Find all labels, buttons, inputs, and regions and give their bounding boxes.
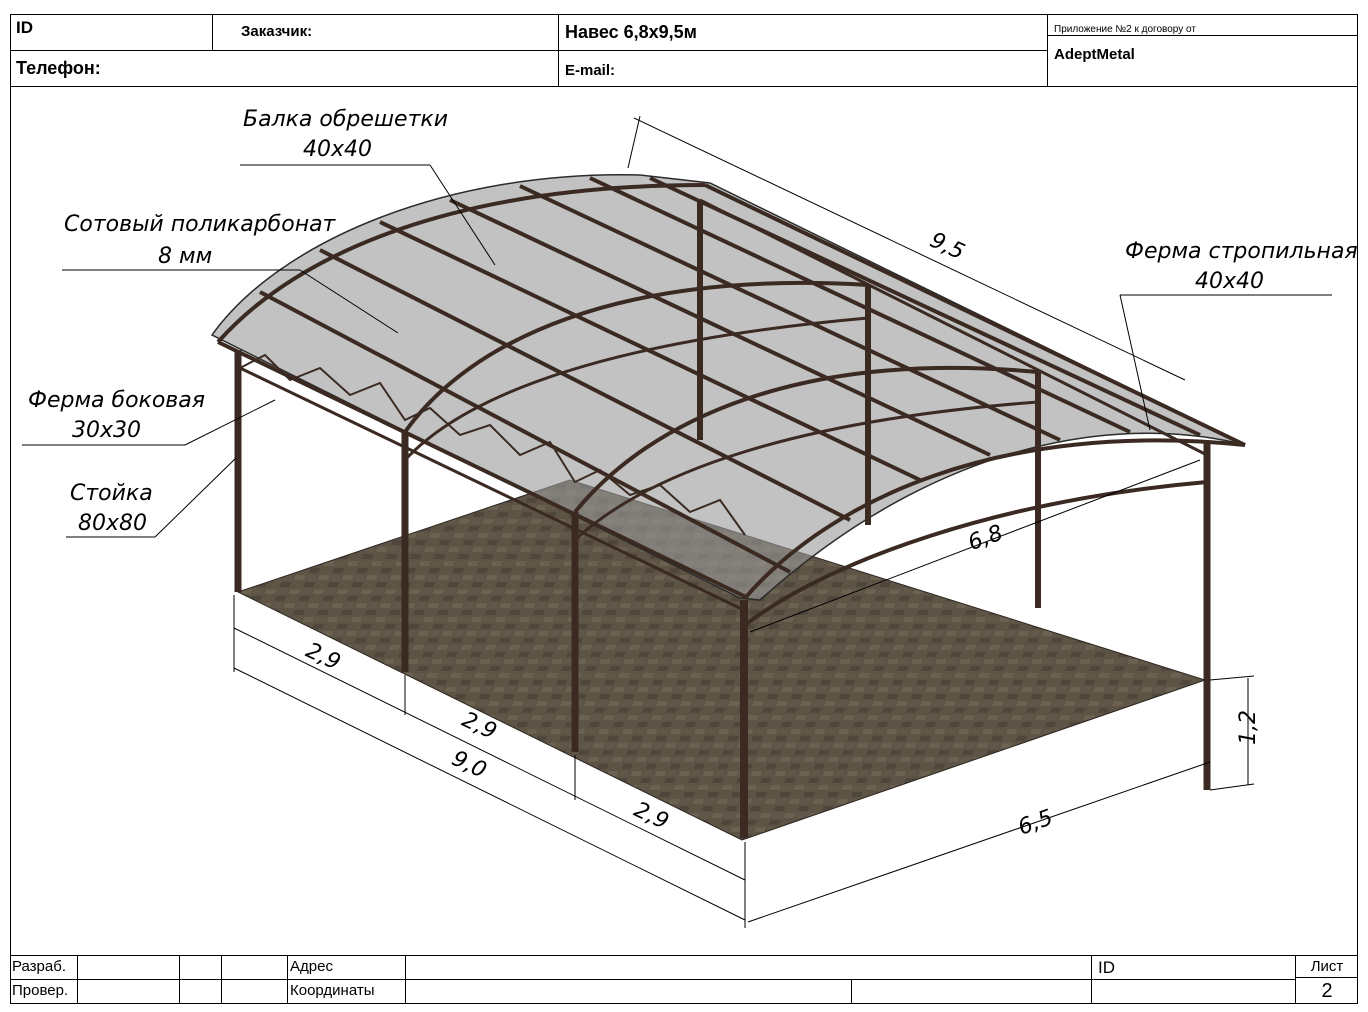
callout-side-truss-2: 30х30 [72,418,141,443]
dim-line-length-top [633,117,1186,381]
drawing-title: Навес 6,8х9,5м [565,22,697,42]
dim-line-spans [233,627,746,881]
company-cell: AdeptMetal [1048,36,1358,87]
blank-cell [222,979,288,1004]
blank-cell [222,955,288,979]
id-label: ID [16,18,33,37]
dim-ext [1209,783,1255,791]
callout-polycarb-2: 8 мм [158,244,212,269]
batten [589,176,1131,434]
customer-label: Заказчик: [241,23,313,40]
dim-width-bottom: 6,5 [1015,805,1056,840]
appendix-text: Приложение №2 к договору от [1054,24,1196,35]
callout-batten-2: 40х40 [303,137,372,162]
developed-cell: Разраб. [10,955,78,979]
appendix-cell: Приложение №2 к договору от [1048,14,1358,36]
dim-height: 1,2 [1236,710,1261,745]
sheet-label: Лист [1310,958,1344,975]
batten [519,184,1061,442]
side-truss-bottom [239,366,749,614]
rafter-truss [403,280,869,434]
blank-cell [78,979,180,1004]
address-value-cell [406,955,1092,979]
checked-label: Провер. [12,982,69,999]
callout-post-1: Стойка [70,481,153,506]
blank-cell [180,955,222,979]
rafter-truss [743,438,1246,600]
blank-cell [180,979,222,1004]
footer-id-cell: ID [1092,955,1296,979]
rafter-truss-lower [573,400,1039,542]
footer-id-label: ID [1098,958,1115,977]
rafter-truss [216,183,706,344]
callout-rafter-1: Ферма стропильная [1125,239,1358,264]
batten [379,220,921,482]
callout-side-truss-1: Ферма боковая [28,388,205,413]
dim-line-length-bottom [233,667,746,921]
leader-rafter [1119,294,1151,431]
drawing-frame [10,14,1358,1004]
dim-line-width-bottom [747,761,1211,923]
sheet-number-cell: 2 [1296,977,1358,1004]
address-cell: Адрес [288,955,406,979]
dim-ext [1209,675,1255,681]
id-cell: ID [10,14,213,51]
side-truss-top [704,183,1246,447]
sheet-label-cell: Лист [1296,955,1358,977]
coords-value-cell [406,979,852,1004]
callout-post-2: 80х80 [78,511,147,536]
batten [319,248,851,522]
address-label: Адрес [290,958,333,975]
leader-polycarb [299,269,399,334]
rafter-truss-lower [743,480,1208,627]
coords-cell: Координаты [288,979,406,1004]
phone-cell: Телефон: [10,51,559,87]
batten [259,290,791,574]
blank-cell [78,955,180,979]
leader-batten [429,164,496,266]
email-cell: E-mail: [559,51,1048,87]
callout-polycarb-1: Сотовый поликарбонат [64,212,337,237]
leader-post [154,457,237,538]
batten [449,198,991,457]
leader-side-truss [184,399,276,446]
dim-span-1: 2,9 [302,638,344,675]
callout-rafter-2: 40х40 [1195,269,1264,294]
developed-label: Разраб. [12,958,67,975]
phone-label: Телефон: [16,58,101,78]
company-name: AdeptMetal [1054,46,1135,63]
sheet-number: 2 [1321,980,1333,1002]
customer-cell: Заказчик: [213,14,559,51]
side-truss-top [217,340,749,600]
blank-cell [1092,979,1296,1004]
rafter-truss-lower [403,316,869,462]
email-label: E-mail: [565,62,616,79]
blank-cell [852,979,1092,1004]
dim-length-bottom: 9,0 [448,746,490,783]
coords-label: Координаты [290,982,375,999]
callout-batten-1: Балка обрешетки [243,107,448,132]
dim-width-top: 6,8 [965,521,1006,556]
title-cell: Навес 6,8х9,5м [559,14,1048,51]
batten [649,176,1201,437]
dim-line-length-top [627,115,641,169]
dim-line-width-top [749,459,1201,633]
checked-cell: Провер. [10,979,78,1004]
